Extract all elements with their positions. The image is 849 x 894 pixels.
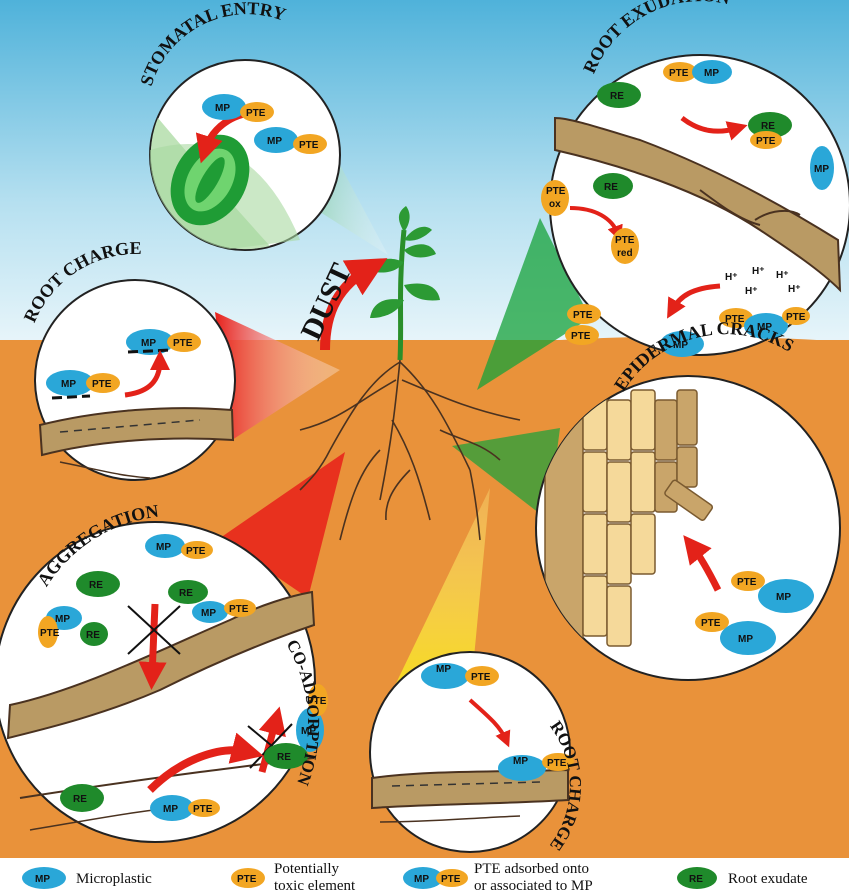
svg-text:PTE: PTE xyxy=(546,186,566,197)
svg-text:Potentially: Potentially xyxy=(274,861,339,877)
svg-text:RE: RE xyxy=(73,794,87,805)
root-charge-top-panel: MP PTE MP PTE xyxy=(35,280,235,480)
svg-text:MP: MP xyxy=(776,592,791,603)
svg-text:PTE: PTE xyxy=(229,604,249,615)
svg-text:PTE: PTE xyxy=(737,577,757,588)
svg-text:PTE: PTE xyxy=(173,338,193,349)
svg-text:MP: MP xyxy=(201,608,216,619)
svg-text:PTE: PTE xyxy=(237,874,257,885)
svg-text:or associated to MP: or associated to MP xyxy=(474,878,593,894)
pte-token: PTE xyxy=(246,108,266,119)
svg-text:PTE: PTE xyxy=(615,235,635,246)
svg-text:H⁺: H⁺ xyxy=(745,286,758,297)
svg-text:MP: MP xyxy=(267,136,282,147)
svg-text:MP: MP xyxy=(738,634,753,645)
svg-text:MP: MP xyxy=(35,874,50,885)
svg-text:MP: MP xyxy=(436,664,451,675)
svg-text:PTE: PTE xyxy=(571,331,591,342)
svg-text:PTE: PTE xyxy=(40,628,60,639)
svg-text:RE: RE xyxy=(89,580,103,591)
svg-text:MP: MP xyxy=(814,164,829,175)
svg-text:PTE adsorbed onto: PTE adsorbed onto xyxy=(474,861,589,877)
svg-text:RE: RE xyxy=(179,588,193,599)
svg-text:PTE: PTE xyxy=(193,804,213,815)
svg-text:PTE: PTE xyxy=(669,68,689,79)
svg-text:Microplastic: Microplastic xyxy=(76,871,152,887)
svg-text:MP: MP xyxy=(414,874,429,885)
svg-text:PTE: PTE xyxy=(92,379,112,390)
svg-text:MP: MP xyxy=(55,614,70,625)
legend-item-root-exudate: RE Root exudate xyxy=(677,867,808,889)
svg-text:H⁺: H⁺ xyxy=(776,270,789,281)
svg-text:PTE: PTE xyxy=(786,312,806,323)
svg-text:H⁺: H⁺ xyxy=(725,272,738,283)
svg-text:PTE: PTE xyxy=(573,310,593,321)
svg-text:PTE: PTE xyxy=(186,546,206,557)
svg-text:MP: MP xyxy=(141,338,156,349)
svg-text:ox: ox xyxy=(549,199,561,210)
svg-text:RE: RE xyxy=(86,630,100,641)
svg-text:MP: MP xyxy=(61,379,76,390)
svg-text:RE: RE xyxy=(604,182,618,193)
svg-text:RE: RE xyxy=(610,91,624,102)
svg-text:RE: RE xyxy=(761,121,775,132)
svg-text:MP: MP xyxy=(156,542,171,553)
svg-text:MP: MP xyxy=(513,756,528,767)
svg-text:toxic element: toxic element xyxy=(274,878,356,894)
svg-text:RE: RE xyxy=(277,752,291,763)
svg-text:MP: MP xyxy=(163,804,178,815)
svg-text:PTE: PTE xyxy=(441,874,461,885)
mp-token: MP xyxy=(215,103,230,114)
svg-text:PTE: PTE xyxy=(299,140,319,151)
svg-text:MP: MP xyxy=(704,68,719,79)
svg-text:PTE: PTE xyxy=(701,618,721,629)
epidermal-cracks-panel: PTE MP PTE MP xyxy=(536,376,840,680)
svg-text:PTE: PTE xyxy=(471,672,491,683)
legend-item-microplastic: MP Microplastic xyxy=(22,867,152,889)
svg-text:red: red xyxy=(617,248,633,259)
svg-text:Root exudate: Root exudate xyxy=(728,871,808,887)
svg-text:H⁺: H⁺ xyxy=(752,266,765,277)
svg-text:RE: RE xyxy=(689,874,703,885)
svg-text:H⁺: H⁺ xyxy=(788,284,801,295)
svg-text:PTE: PTE xyxy=(756,136,776,147)
stomatal-entry-panel: MP PTE MP PTE xyxy=(150,60,340,250)
